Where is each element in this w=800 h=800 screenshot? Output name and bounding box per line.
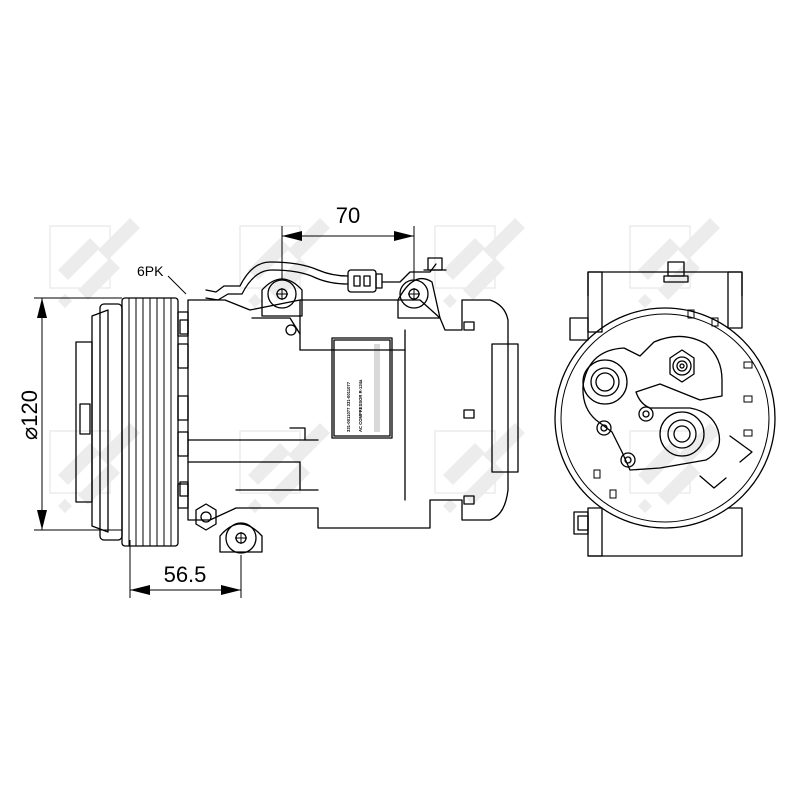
- label-line-1: AC COMPRESSOR R-134a: [358, 379, 363, 432]
- product-label-plate: AC COMPRESSOR R-134a 331-0011077 331-001…: [331, 337, 393, 439]
- dimension-56-5-text: 56.5: [164, 562, 207, 587]
- electrical-connector: [205, 257, 447, 301]
- dimension-mount-spacing: 70: [281, 203, 415, 280]
- dimension-diameter-text: ⌀120: [17, 390, 42, 440]
- compressor-rear-view: [554, 261, 776, 557]
- dimension-diameter: ⌀120: [17, 297, 122, 531]
- belt-label-6pk: 6PK: [137, 263, 164, 279]
- label-line-2: 331-0011077 331-0011077: [346, 381, 351, 432]
- belt-profile-callout: 6PK: [137, 263, 187, 295]
- compressor-body-side-view: [179, 277, 519, 554]
- watermark-layer: [49, 217, 721, 514]
- pulley-side-view: [75, 297, 189, 547]
- dimension-70-text: 70: [336, 203, 360, 228]
- dimension-width: 56.5: [129, 540, 242, 598]
